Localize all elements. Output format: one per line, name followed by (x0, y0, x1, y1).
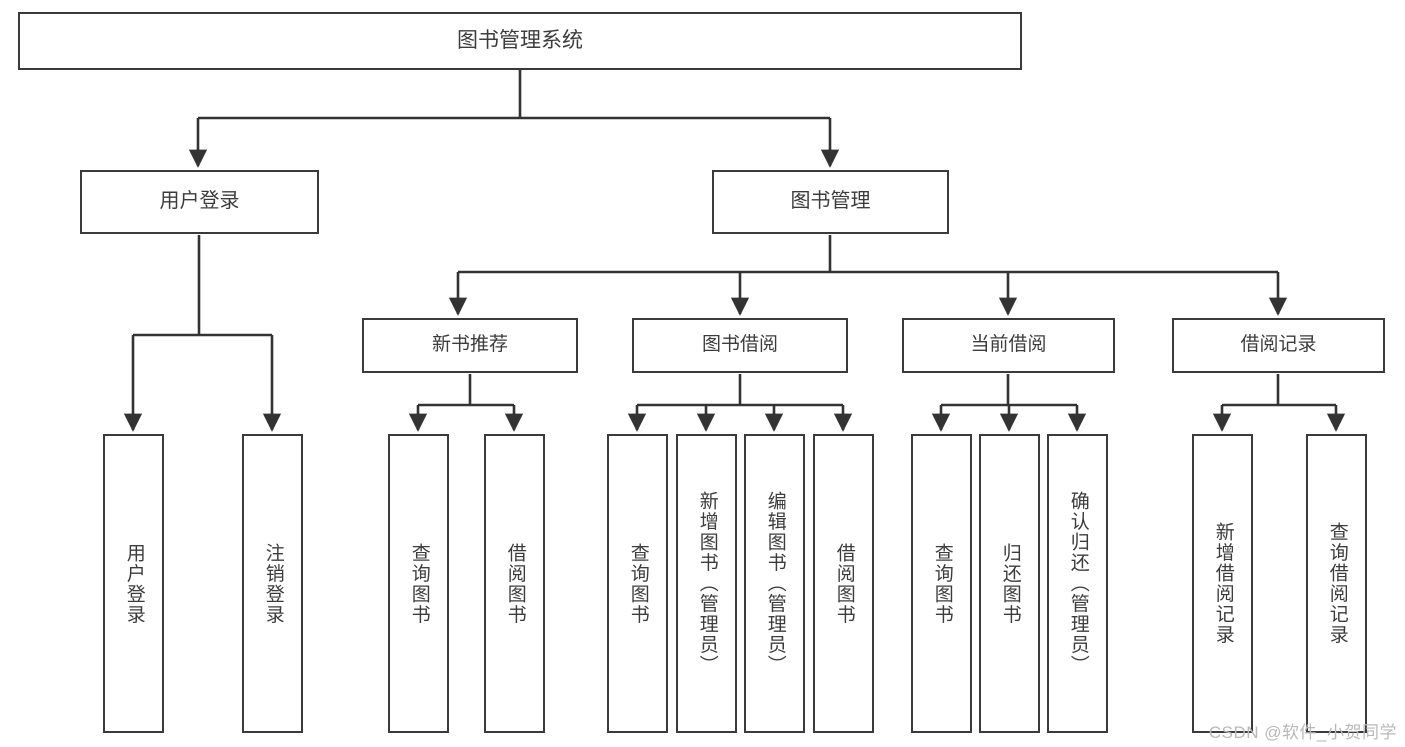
node-label: 借阅记录 (1240, 334, 1317, 356)
node-user-login[interactable]: 用户登录 (80, 170, 319, 234)
node-label: 用户登录 (159, 190, 240, 213)
node-label: 图书借阅 (701, 334, 778, 356)
leaf-borrow-book-recommend[interactable]: 借阅图书 (484, 434, 545, 733)
node-borrow-record[interactable]: 借阅记录 (1172, 318, 1385, 373)
node-label: 归还图书 (999, 542, 1021, 625)
node-label: 查询图书 (931, 542, 953, 625)
node-label: 查询图书 (627, 542, 649, 625)
node-label: 查询图书 (408, 542, 430, 625)
node-label: 图书管理 (790, 190, 871, 213)
leaf-add-book[interactable]: 新增图书（管理员） (676, 434, 737, 733)
node-label: 新增借阅记录 (1212, 522, 1234, 645)
node-root-system[interactable]: 图书管理系统 (18, 12, 1022, 70)
node-current-borrow[interactable]: 当前借阅 (902, 318, 1115, 373)
node-label: 当前借阅 (970, 334, 1047, 356)
leaf-borrow-book[interactable]: 借阅图书 (813, 434, 874, 733)
node-label: 借阅图书 (504, 542, 526, 625)
node-new-book-recommend[interactable]: 新书推荐 (362, 318, 578, 373)
node-label: 编辑图书（管理员） (764, 491, 786, 676)
leaf-user-logout[interactable]: 注销登录 (242, 434, 303, 733)
node-label: 查询借阅记录 (1326, 522, 1348, 645)
node-label: 注销登录 (262, 542, 284, 625)
leaf-edit-book[interactable]: 编辑图书（管理员） (744, 434, 805, 733)
leaf-user-login[interactable]: 用户登录 (103, 434, 164, 733)
leaf-return-book[interactable]: 归还图书 (979, 434, 1040, 733)
leaf-query-borrow-record[interactable]: 查询借阅记录 (1306, 434, 1367, 733)
leaf-query-book-borrow[interactable]: 查询图书 (607, 434, 668, 733)
node-book-borrow[interactable]: 图书借阅 (632, 318, 848, 373)
watermark: CSDN @软件_小贺同学 (1208, 723, 1397, 742)
node-label: 借阅图书 (833, 542, 855, 625)
node-book-manage[interactable]: 图书管理 (712, 170, 949, 234)
leaf-query-book-current[interactable]: 查询图书 (911, 434, 972, 733)
leaf-query-book-recommend[interactable]: 查询图书 (388, 434, 449, 733)
node-label: 用户登录 (123, 542, 145, 625)
leaf-add-borrow-record[interactable]: 新增借阅记录 (1192, 434, 1253, 733)
node-label: 确认归还（管理员） (1067, 491, 1089, 676)
node-label: 新书推荐 (431, 334, 508, 356)
leaf-confirm-return[interactable]: 确认归还（管理员） (1047, 434, 1108, 733)
node-label: 图书管理系统 (457, 28, 583, 52)
node-label: 新增图书（管理员） (696, 491, 718, 676)
